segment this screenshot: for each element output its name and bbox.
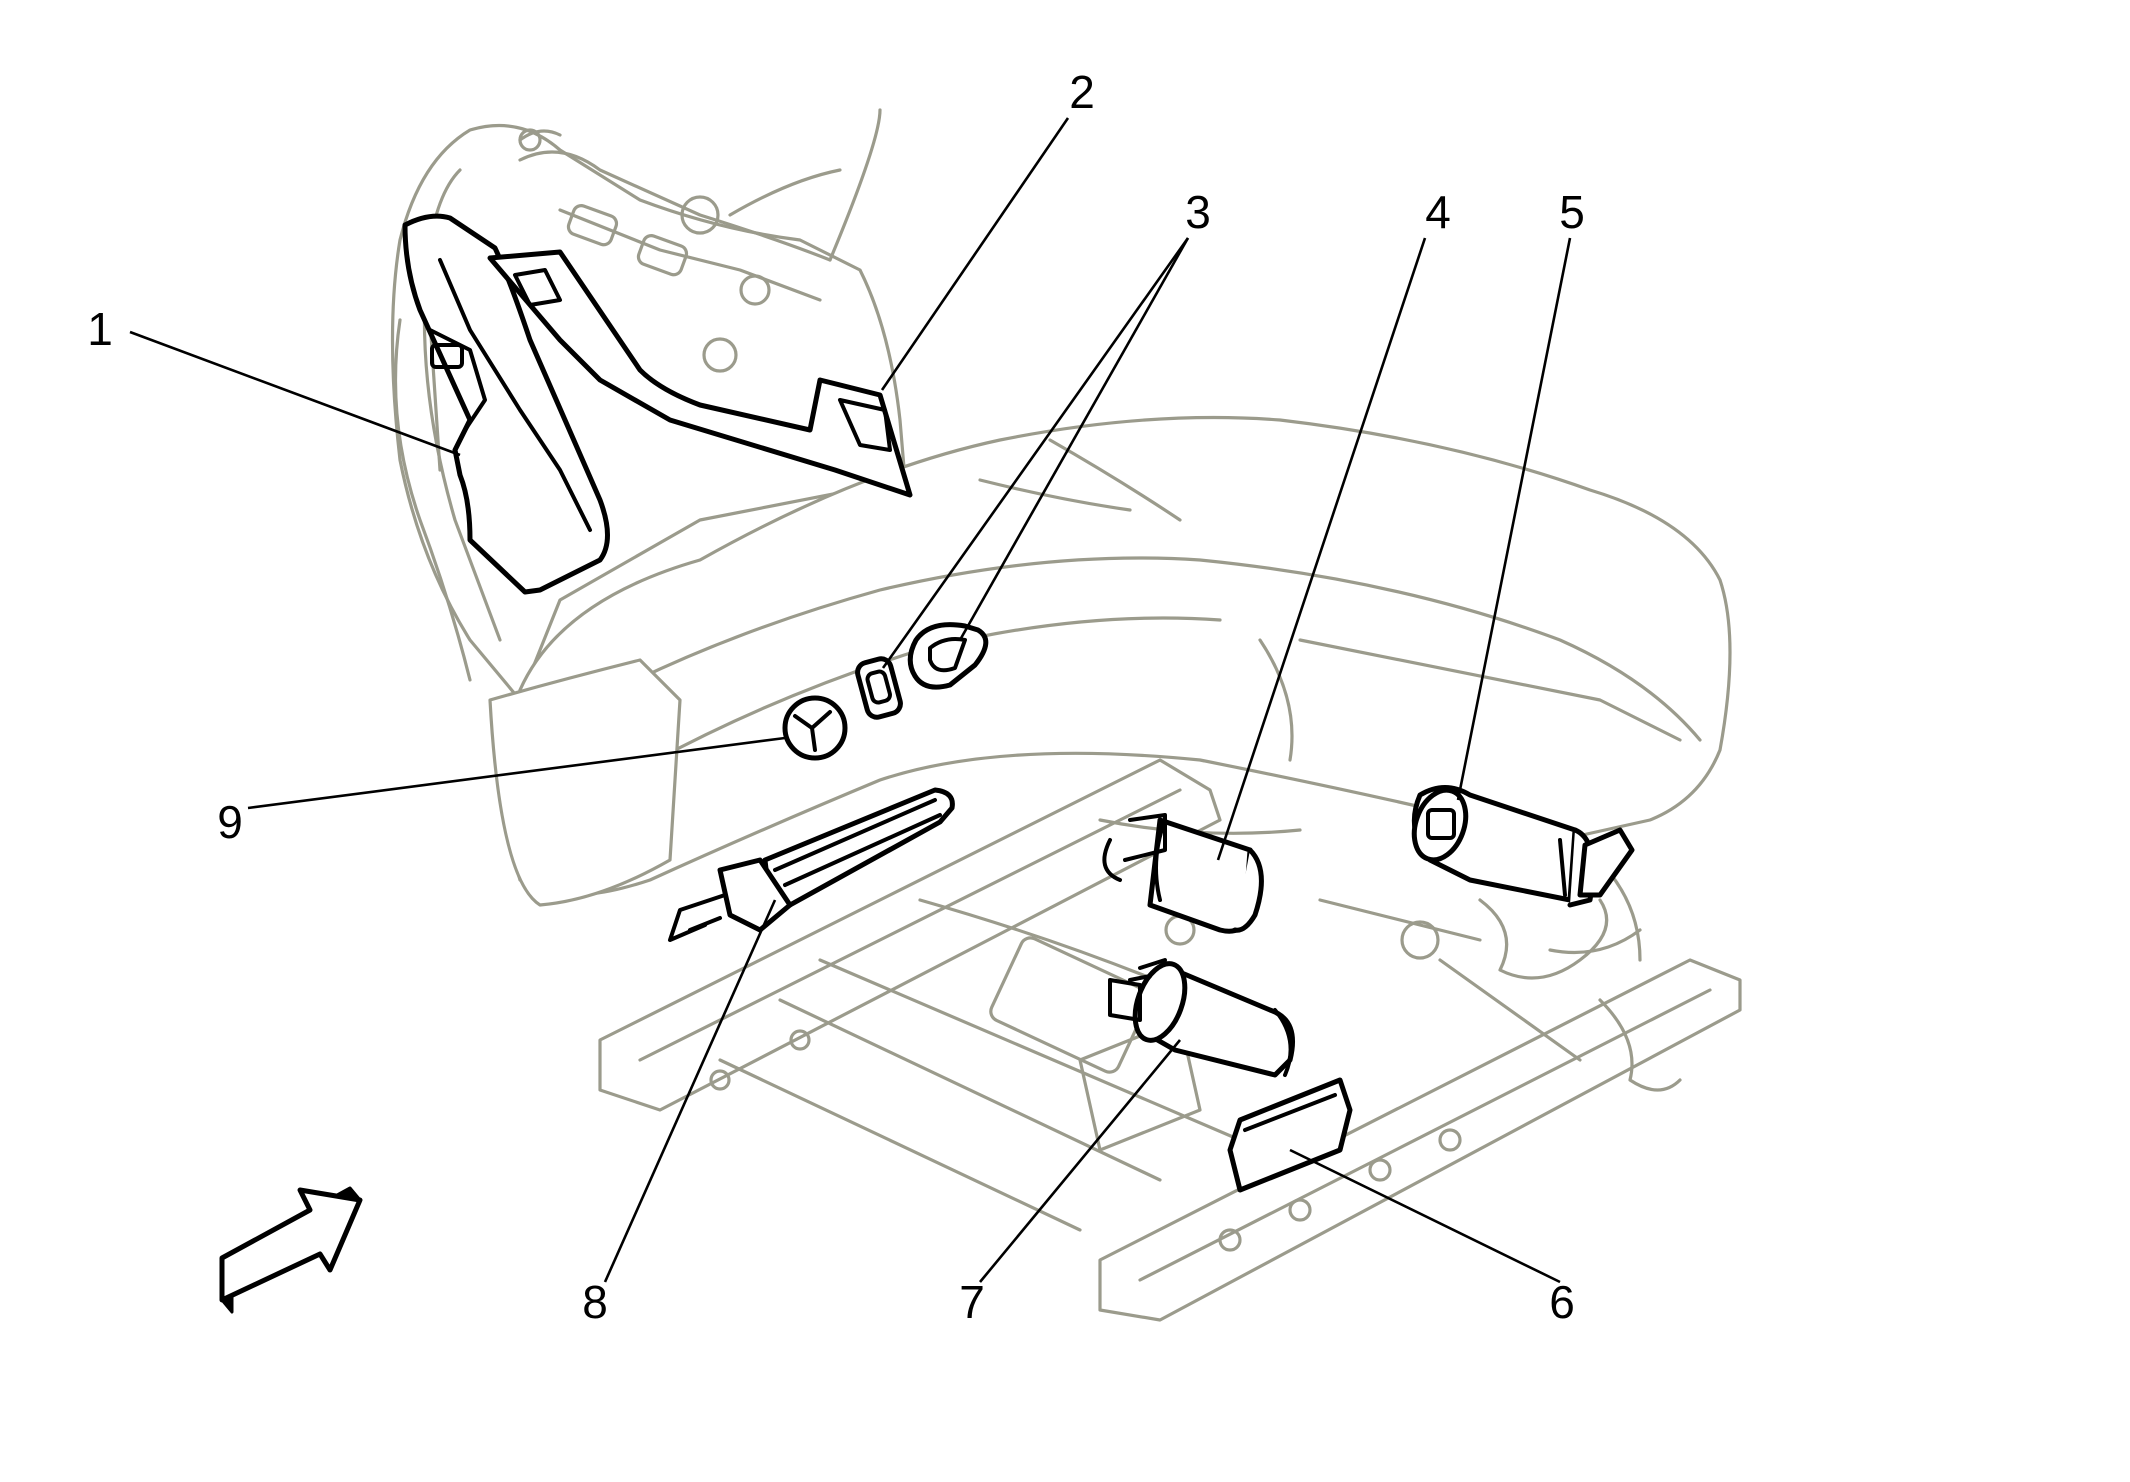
callout-labels: 1 2 3 4 5 6 7 8 9 <box>87 66 1585 1328</box>
component-5-motor <box>1411 785 1635 908</box>
leader-9 <box>247 736 786 810</box>
callout-9: 9 <box>217 796 243 848</box>
callout-2: 2 <box>1069 66 1095 118</box>
leader-6 <box>1289 1148 1561 1284</box>
component-1-side-module <box>402 213 610 595</box>
leader-8 <box>603 899 777 1283</box>
component-4-motor <box>1102 813 1264 934</box>
direction-arrow-icon <box>219 1186 363 1314</box>
leader-4 <box>1216 237 1427 861</box>
callout-6: 6 <box>1549 1276 1575 1328</box>
component-3-switches <box>855 622 989 720</box>
callout-8: 8 <box>582 1276 608 1328</box>
component-9-knob <box>782 695 848 761</box>
callout-5: 5 <box>1559 186 1585 238</box>
component-7-motor <box>1108 958 1295 1078</box>
leader-7 <box>978 1039 1182 1283</box>
callout-3: 3 <box>1185 186 1211 238</box>
leader-2 <box>880 117 1070 391</box>
callout-4: 4 <box>1425 186 1451 238</box>
leader-3b <box>958 237 1190 641</box>
leader-1 <box>129 330 461 457</box>
leader-3a <box>881 237 1190 669</box>
leader-5 <box>1456 237 1572 801</box>
component-2-backrest-panel <box>487 249 913 498</box>
callout-1: 1 <box>87 303 113 355</box>
leader-lines <box>129 117 1572 1284</box>
component-6-bracket <box>1227 1077 1353 1193</box>
component-8-rod <box>668 787 955 942</box>
callout-7: 7 <box>959 1276 985 1328</box>
seat-assembly-outline <box>390 108 1742 1322</box>
